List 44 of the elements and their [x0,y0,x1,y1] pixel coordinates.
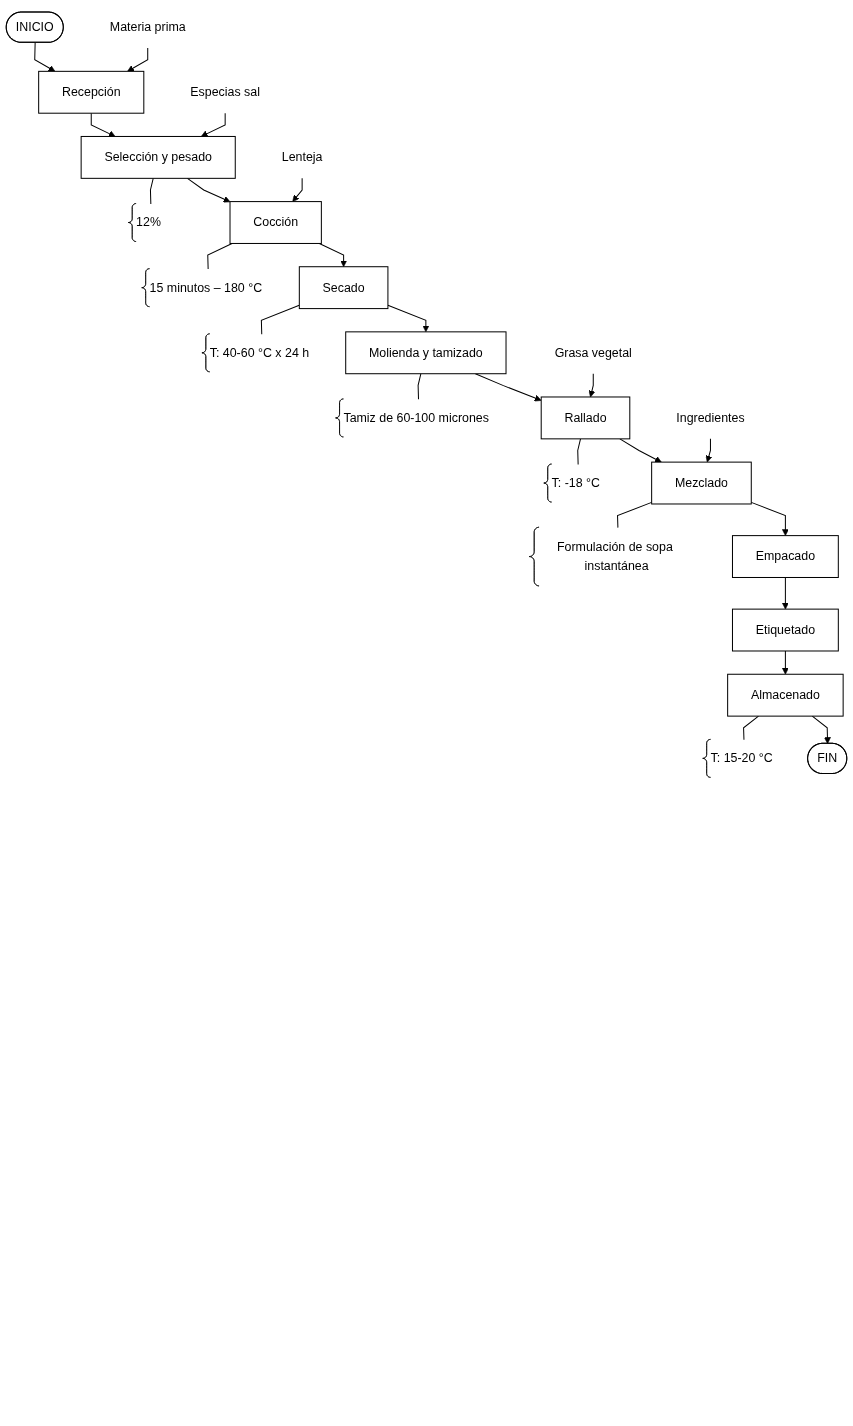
node-text: Materia prima [109,20,186,34]
arrow [318,242,348,268]
connector [577,438,582,465]
arrow [387,304,430,333]
node-text: 15 minutos – 180 °C [149,280,263,294]
arrow [34,42,56,72]
arrow [90,112,116,137]
node-text: 12% [136,215,161,229]
node-box: Almacenado [727,673,844,717]
node-text: Grasa vegetal [554,345,632,359]
node-box: Rallado [540,396,631,440]
node-text: Ingredientes [676,410,745,425]
arrow [782,577,789,610]
connector [417,373,422,400]
node-box: Cocción [229,201,322,244]
node-box: Etiquetado [731,608,839,652]
connector [743,715,759,741]
arrow [200,112,226,137]
node-text: Especias sal [190,85,260,99]
node-box: Recepción [38,70,145,114]
node-text: T: 15-20 °C [710,751,773,765]
arrow [292,177,303,202]
node-box: Empacado [731,535,839,578]
arrow [474,373,542,402]
arrow [588,373,596,398]
arrow [705,438,713,463]
connector [260,304,300,335]
node-box: Mezclado [651,461,752,505]
node-text: Formulación de sopa instantánea [556,540,673,573]
connector [149,177,154,205]
node-text: T: 40-60 °C x 24 h [209,345,310,359]
node-box: Secado [298,266,389,310]
arrow [619,438,662,463]
node-box: Molienda y tamizado [345,331,507,375]
arrow [811,715,831,744]
arrow [750,501,789,536]
node-text: T: -18 °C [551,476,601,490]
node-text: Tamiz de 60-100 micrones [343,410,489,425]
connector [207,242,233,270]
node-box: Selección y pesado [80,135,236,179]
arrow [127,47,149,72]
arrow [186,177,231,203]
node-text: Lenteja [281,150,323,164]
arrow [782,650,789,675]
